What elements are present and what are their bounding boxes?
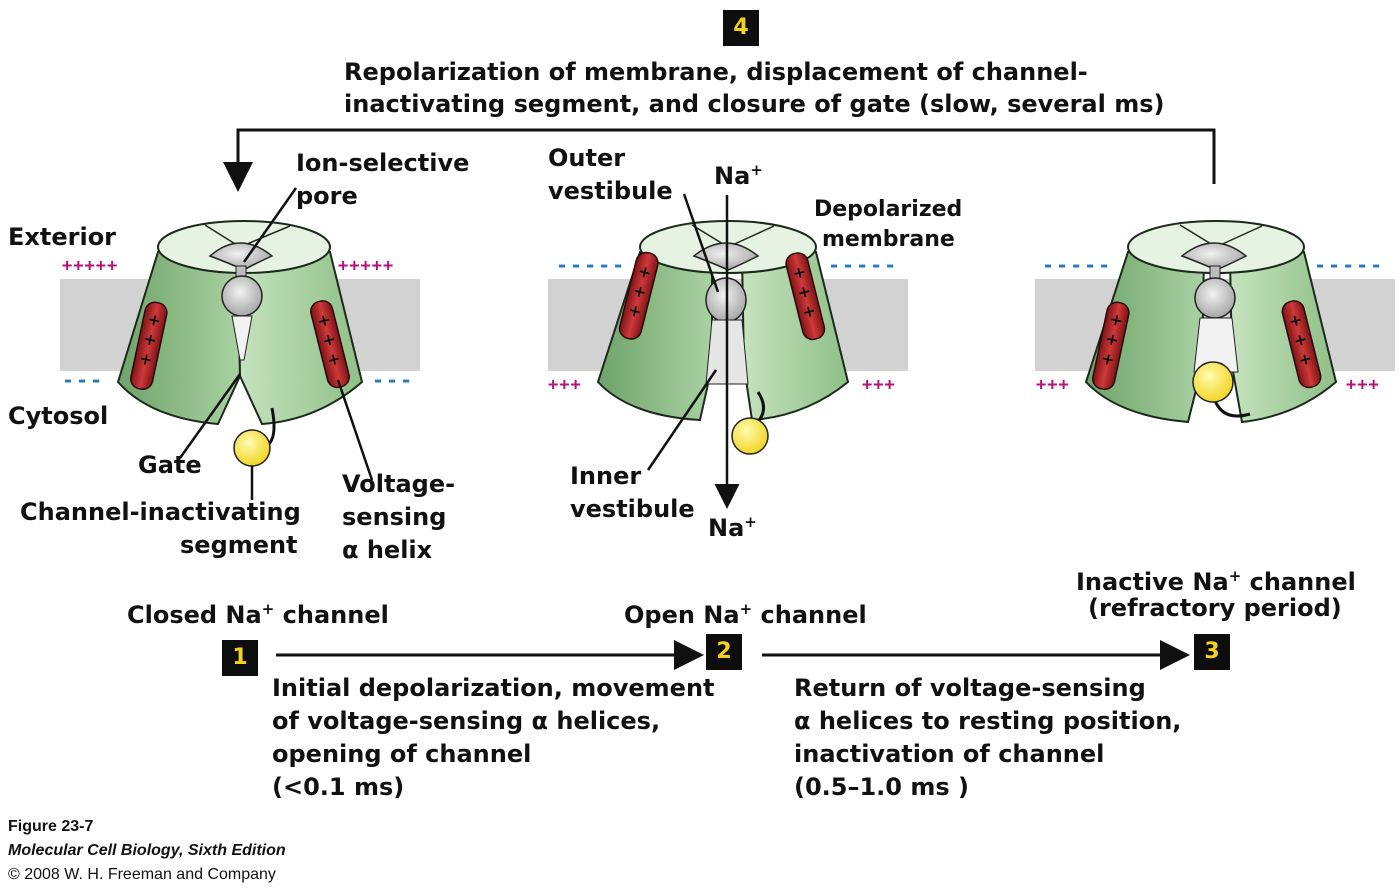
exterior-label: Exterior	[8, 223, 117, 251]
svg-text:+: +	[1108, 309, 1125, 330]
sodium-top-label: Na+	[714, 161, 763, 190]
ion-pore-label-1: Ion-selective	[296, 149, 470, 177]
inner-vestibule-label-2: vestibule	[570, 495, 695, 523]
pointer-voltage-helix	[336, 379, 374, 481]
repolarization-bracket	[223, 128, 1216, 192]
step2-text-line1: Return of voltage-sensing	[794, 674, 1146, 702]
svg-text:+: +	[1287, 310, 1305, 332]
open-ext-charge-right: -----	[828, 253, 899, 277]
sodium-bottom-label: Na+	[708, 513, 757, 542]
depolarized-membrane-label-1: Depolarized	[814, 197, 963, 222]
inactive-channel-title-1: Inactive Na+ channel	[1076, 567, 1356, 596]
inner-vestibule-label-1: Inner	[570, 462, 642, 490]
step1-text-line2: of voltage-sensing α helices,	[272, 707, 661, 735]
step1-text-line3: opening of channel	[272, 740, 532, 768]
svg-text:+: +	[142, 329, 159, 350]
svg-text:+: +	[1296, 348, 1314, 370]
svg-text:+: +	[636, 261, 654, 283]
svg-text:+: +	[137, 348, 154, 369]
pointer-ion-pore	[242, 187, 298, 263]
voltage-helix-label-2: sensing	[342, 503, 447, 531]
svg-text:+: +	[325, 348, 343, 370]
inactivating-segment-label-1: Channel-inactivating	[20, 498, 301, 526]
step2-text-line3: inactivation of channel	[794, 740, 1105, 768]
svg-text:+: +	[791, 262, 809, 284]
closed-channel-shape: + + + + + +	[116, 220, 364, 467]
voltage-helix-label-3: α helix	[342, 536, 433, 564]
svg-text:+: +	[626, 300, 644, 322]
svg-text:+: +	[631, 281, 649, 303]
pointer-outer-vestibule	[682, 193, 720, 293]
inactive-ext-charge-left: -----	[1042, 253, 1113, 277]
step4-text-line1: Repolarization of membrane, displacement…	[344, 58, 1088, 86]
copyright-line: © 2008 W. H. Freeman and Company	[8, 866, 276, 883]
inactive-cyt-charge-left: +++	[1036, 375, 1070, 395]
book-title: Molecular Cell Biology, Sixth Edition	[8, 842, 286, 859]
step1-text-line4: (<0.1 ms)	[272, 773, 405, 801]
closed-ext-charge-right: +++++	[338, 256, 395, 276]
depolarized-membrane-label-2: membrane	[822, 227, 955, 252]
open-ext-charge-left: -----	[556, 253, 627, 277]
figure-number: Figure 23-7	[8, 818, 94, 835]
step1-text-line1: Initial depolarization, movement	[272, 674, 715, 702]
step2-text-line4: (0.5–1.0 ms )	[794, 773, 969, 801]
svg-text:+: +	[315, 310, 333, 332]
open-cyt-charge-right: +++	[862, 375, 896, 395]
svg-text:+: +	[146, 309, 163, 330]
voltage-helix-label-1: Voltage-	[342, 470, 456, 498]
inactivating-segment-label-2: segment	[180, 531, 298, 559]
inactive-channel-title-2: (refractory period)	[1088, 594, 1342, 622]
outer-vestibule-label-1: Outer	[548, 144, 626, 172]
step2-text-line2: α helices to resting position,	[794, 707, 1182, 735]
open-channel-title: Open Na+ channel	[624, 600, 867, 629]
inactive-ext-charge-right: -----	[1314, 253, 1385, 277]
pointer-gate	[178, 373, 242, 459]
svg-text:+: +	[1292, 329, 1310, 351]
inactive-cyt-charge-right: +++	[1346, 375, 1380, 395]
open-channel-shape: + + + + + +	[596, 220, 850, 455]
svg-text:+: +	[1104, 329, 1121, 350]
svg-text:+: +	[800, 300, 818, 322]
step4-text-line2: inactivating segment, and closure of gat…	[344, 90, 1165, 118]
gate-label: Gate	[138, 451, 202, 479]
closed-channel-title: Closed Na+ channel	[127, 600, 389, 629]
svg-text:+: +	[1099, 348, 1116, 369]
pointer-inner-vestibule	[646, 369, 718, 471]
svg-text:+: +	[795, 281, 813, 303]
closed-cyt-charge-right: ---	[372, 368, 415, 392]
step-badge-3: 3	[1194, 634, 1230, 670]
svg-text:+: +	[320, 329, 338, 351]
step-badge-1: 1	[222, 640, 258, 676]
step-badge-4: 4	[723, 10, 759, 46]
cytosol-label: Cytosol	[8, 402, 109, 430]
step-badge-2: 2	[706, 634, 742, 670]
closed-cyt-charge-left: ---	[62, 368, 105, 392]
inactive-channel-shape: + + + + + +	[1084, 220, 1338, 424]
closed-ext-charge-left: +++++	[62, 256, 119, 276]
outer-vestibule-label-2: vestibule	[548, 177, 673, 205]
open-cyt-charge-left: +++	[548, 375, 582, 395]
ion-pore-label-2: pore	[296, 182, 358, 210]
